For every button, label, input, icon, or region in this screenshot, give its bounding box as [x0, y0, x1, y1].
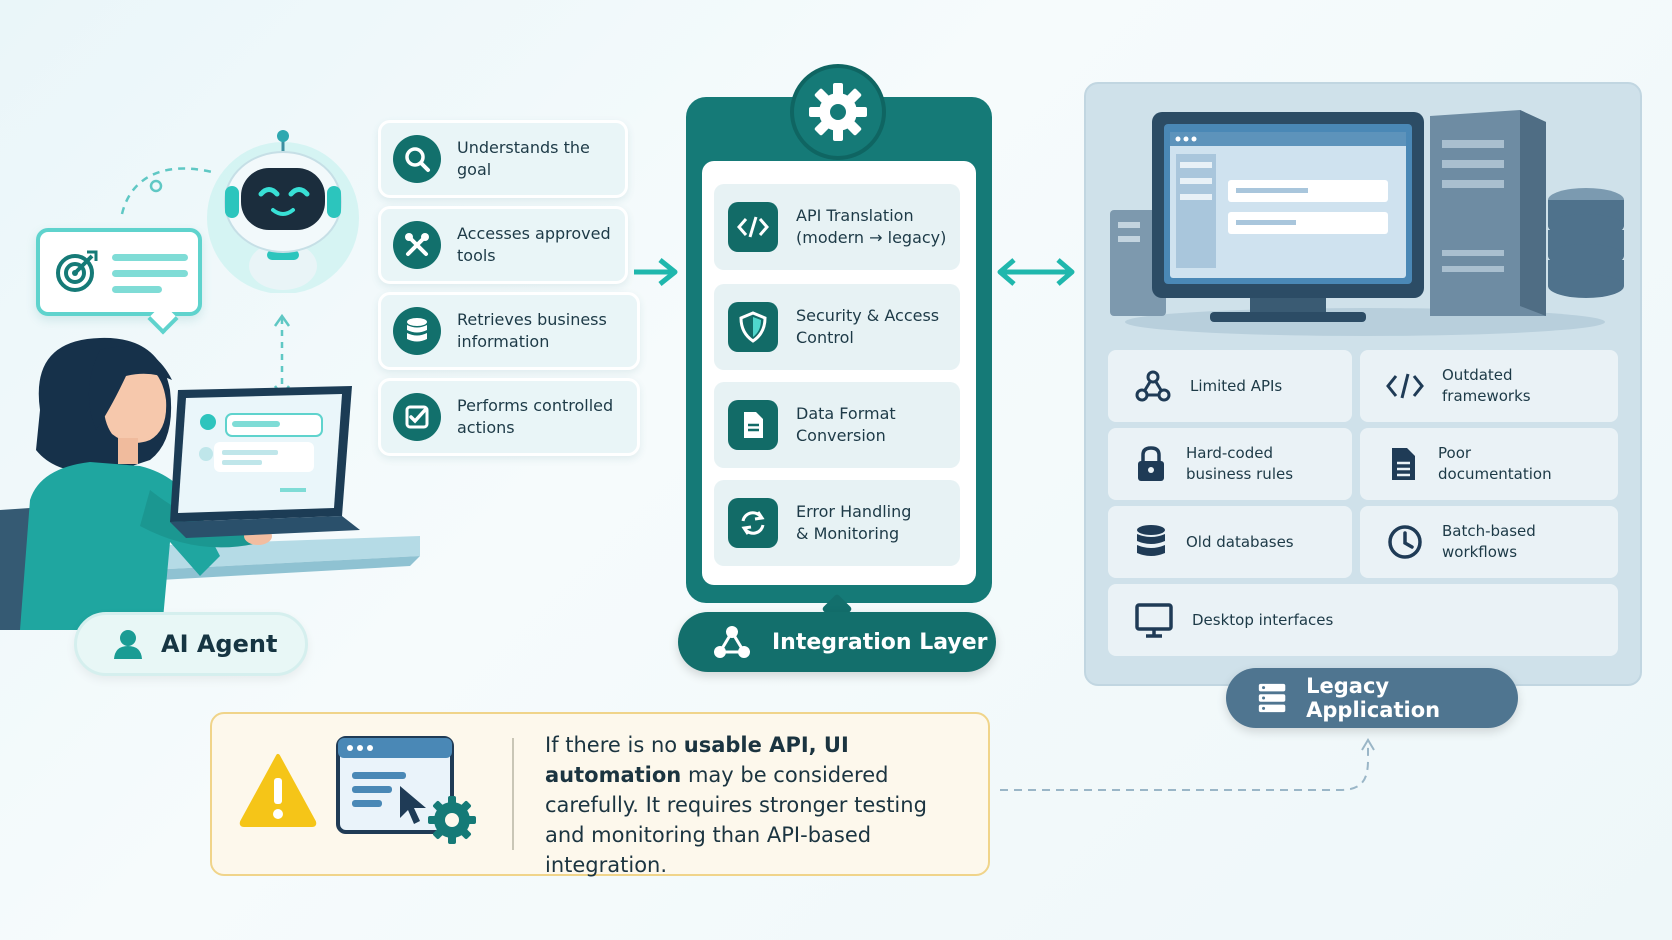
integration-text: API Translation (modern → legacy) — [796, 206, 947, 247]
capability-text: Performs controlled actions — [457, 396, 614, 437]
legacy-text: Desktop interfaces — [1192, 610, 1334, 629]
integration-layer-title: Integration Layer — [772, 629, 988, 655]
ui-automation-icon — [336, 736, 476, 844]
legacy-text: Limited APIs — [1190, 376, 1283, 395]
clock-icon — [1388, 525, 1422, 559]
dashed-arc-bubble-robot — [120, 167, 213, 215]
capability-text: Retrieves business information — [457, 310, 607, 351]
gear-icon — [790, 64, 886, 160]
checkbox-icon — [393, 393, 441, 441]
capability-card: Performs controlled actions — [378, 378, 640, 456]
arrow-up-head — [273, 313, 291, 327]
capability-card: Accesses approved tools — [378, 206, 628, 284]
database-icon — [1137, 525, 1165, 556]
refresh-icon — [728, 498, 778, 548]
arrow-integration-legacy-right — [1056, 258, 1075, 286]
lock-icon — [1138, 446, 1164, 481]
legacy-item: Old databases — [1108, 506, 1352, 578]
ai-agent-title: AI Agent — [161, 630, 278, 658]
dashed-warning-legacy-head — [1361, 738, 1375, 751]
search-icon — [393, 135, 441, 183]
code-icon — [728, 202, 778, 252]
legacy-item: Desktop interfaces — [1108, 584, 1618, 656]
warning-icon — [239, 754, 317, 827]
warning-text: If there is no usable API, UI automation… — [545, 733, 927, 877]
capability-text: Understands the goal — [457, 138, 590, 179]
capability-text: Accesses approved tools — [457, 224, 611, 265]
integration-item: Error Handling & Monitoring — [714, 480, 960, 566]
shield-icon — [728, 302, 778, 352]
integration-text: Error Handling & Monitoring — [796, 502, 912, 543]
document-icon — [728, 400, 778, 450]
legacy-application-title: Legacy Application — [1306, 674, 1441, 722]
legacy-computer-illustration — [1110, 110, 1624, 336]
integration-item: API Translation (modern → legacy) — [714, 184, 960, 270]
goal-speech-bubble — [36, 228, 202, 335]
server-icon — [1258, 683, 1286, 713]
integration-layer-label: Integration Layer — [678, 612, 996, 672]
target-icon — [56, 250, 98, 292]
legacy-item: Limited APIs — [1108, 350, 1352, 422]
database-icon — [393, 307, 441, 355]
monitor-icon — [1135, 603, 1173, 638]
integration-text: Data Format Conversion — [796, 404, 896, 445]
dashed-warning-legacy — [1000, 742, 1369, 791]
user-icon — [114, 630, 142, 659]
network-icon — [714, 626, 750, 658]
robot-illustration — [207, 130, 359, 293]
warning-divider — [512, 738, 514, 850]
integration-item: Security & Access Control — [714, 284, 960, 370]
integration-text: Security & Access Control — [796, 306, 940, 347]
legacy-text: Old databases — [1186, 532, 1294, 551]
ai-agent-label: AI Agent — [74, 612, 308, 676]
tools-icon — [393, 221, 441, 269]
network-icon — [1135, 370, 1171, 402]
arrow-integration-legacy-left — [997, 258, 1016, 286]
integration-item: Data Format Conversion — [714, 382, 960, 468]
legacy-application-label: Legacy Application — [1226, 668, 1518, 728]
code-icon — [1386, 373, 1424, 399]
dashed-arc-dot — [149, 179, 163, 193]
document-icon — [1392, 448, 1415, 480]
person-at-laptop-illustration — [0, 337, 420, 630]
capability-card: Understands the goal — [378, 120, 628, 198]
arrow-agent-integration-head — [658, 258, 678, 286]
capability-card: Retrieves business information — [378, 292, 640, 370]
